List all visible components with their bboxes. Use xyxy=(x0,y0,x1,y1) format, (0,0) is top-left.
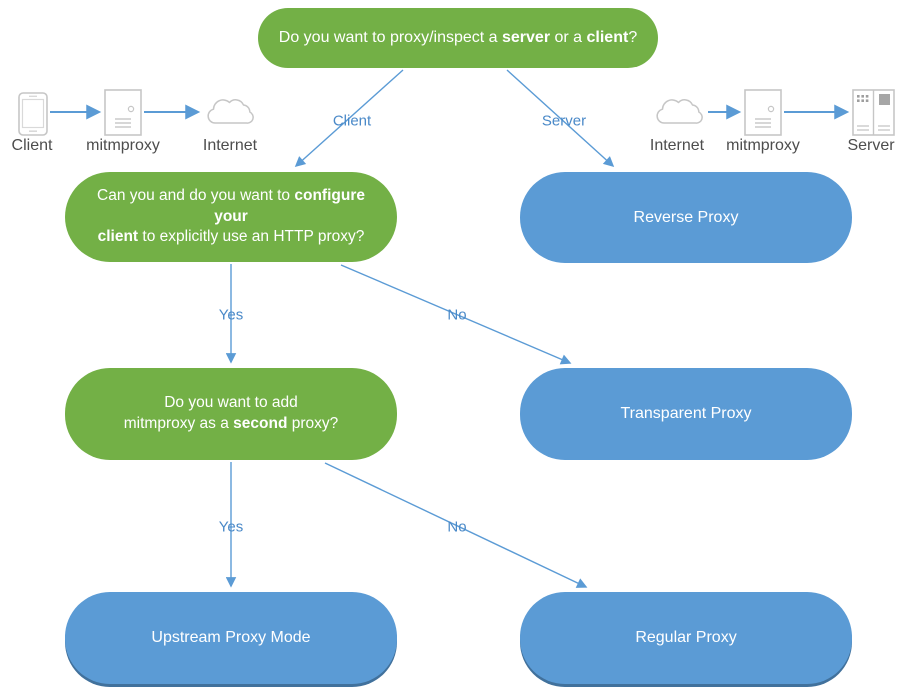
server-tower-icon xyxy=(744,89,782,136)
left-internet-label: Internet xyxy=(202,137,258,154)
node-upstream-proxy-mode: Upstream Proxy Mode xyxy=(65,592,397,684)
branch-label-client: Client xyxy=(332,112,372,130)
cloud-icon xyxy=(656,99,703,124)
right-server-label: Server xyxy=(847,137,895,154)
node-regular-proxy: Regular Proxy xyxy=(520,592,852,684)
server-rack-icon xyxy=(852,89,895,136)
node-transparent-proxy: Transparent Proxy xyxy=(520,368,852,460)
configure-question-text: Can you and do you want to configure you… xyxy=(97,186,365,246)
decision-label-no-2: No xyxy=(447,518,467,536)
cloud-icon xyxy=(207,99,254,124)
regular-proxy-label: Regular Proxy xyxy=(635,629,737,647)
node-reverse-proxy: Reverse Proxy xyxy=(520,172,852,263)
decision-label-yes-1: Yes xyxy=(218,306,244,324)
phone-icon xyxy=(18,92,48,136)
right-mitmproxy-label: mitmproxy xyxy=(726,137,800,154)
reverse-proxy-label: Reverse Proxy xyxy=(633,208,739,226)
left-client-label: Client xyxy=(11,137,53,154)
upstream-proxy-label: Upstream Proxy Mode xyxy=(151,629,311,647)
branch-label-server: Server xyxy=(541,112,587,130)
transparent-proxy-label: Transparent Proxy xyxy=(620,405,752,423)
right-internet-label: Internet xyxy=(649,137,705,154)
left-mitmproxy-label: mitmproxy xyxy=(86,137,160,154)
decision-label-no-1: No xyxy=(447,306,467,324)
root-question-text: Do you want to proxy/inspect a server or… xyxy=(278,29,638,47)
decision-label-yes-2: Yes xyxy=(218,518,244,536)
node-root-question: Do you want to proxy/inspect a server or… xyxy=(258,8,658,68)
node-configure-question: Can you and do you want to configure you… xyxy=(65,172,397,262)
server-tower-icon xyxy=(104,89,142,136)
